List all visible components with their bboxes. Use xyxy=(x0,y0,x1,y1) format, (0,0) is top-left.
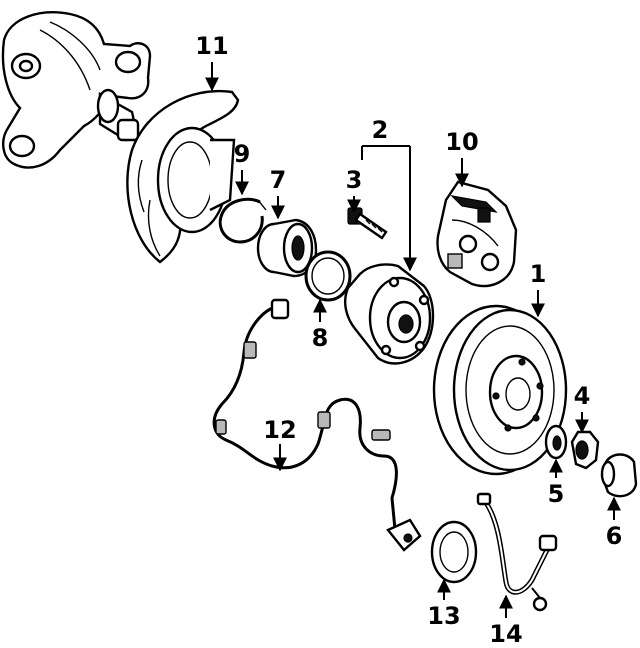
brake-rotor xyxy=(432,304,568,476)
callout-5: 5 xyxy=(548,480,565,508)
callout-7: 7 xyxy=(270,166,287,194)
brake-caliper xyxy=(436,180,518,288)
callout-10: 10 xyxy=(445,128,478,156)
abs-sensor-harness xyxy=(212,298,422,552)
washer xyxy=(544,424,568,460)
wheel-hub xyxy=(344,263,435,365)
callout-13: 13 xyxy=(427,602,460,630)
callout-11: 11 xyxy=(195,32,228,60)
hub-nut xyxy=(570,430,600,470)
hub-bolt xyxy=(347,207,388,240)
grease-cap xyxy=(600,453,638,498)
snap-ring xyxy=(218,197,267,244)
grease-seal xyxy=(430,520,478,584)
wheel-bearing xyxy=(256,218,318,278)
callout-6: 6 xyxy=(606,522,623,550)
callout-4: 4 xyxy=(574,382,591,410)
callout-1: 1 xyxy=(530,260,547,288)
callout-12: 12 xyxy=(263,416,296,444)
leader-lines xyxy=(205,62,621,618)
callout-9: 9 xyxy=(234,140,251,168)
callout-8: 8 xyxy=(312,324,329,352)
brake-hose xyxy=(476,492,558,612)
callout-14: 14 xyxy=(489,620,522,648)
seal-ring xyxy=(304,250,352,302)
callout-2: 2 xyxy=(372,116,389,144)
steering-knuckle xyxy=(1,11,152,169)
callout-3: 3 xyxy=(346,166,363,194)
dust-shield xyxy=(126,89,240,264)
